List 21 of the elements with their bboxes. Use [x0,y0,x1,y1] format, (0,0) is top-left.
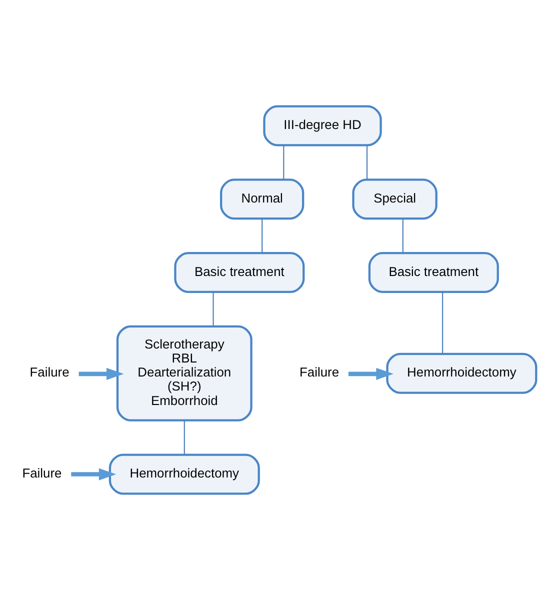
connector [442,292,444,354]
connector [262,218,263,253]
arrow [78,368,124,380]
connector [212,292,214,326]
node-box: Hemorrhoidectomy [386,352,538,394]
node-box: Special [352,178,438,220]
node-box: Sclerotherapy RBL Dearterialization (SH?) Emborrhoid [116,325,252,422]
node-box: Basic treatment [174,252,305,293]
node-box: III-degree HD [263,105,382,146]
node-text: Failure [30,364,70,380]
node-box: Basic treatment [368,252,499,293]
arrow [348,368,394,380]
node-text: Failure [22,466,62,481]
node-box: Hemorrhoidectomy [108,454,260,495]
connector [184,420,185,455]
node-box: Normal [220,178,304,220]
connector [402,218,404,253]
connector [366,145,368,180]
node-text: Failure [300,364,340,380]
connector [283,145,284,180]
arrow [71,468,116,480]
